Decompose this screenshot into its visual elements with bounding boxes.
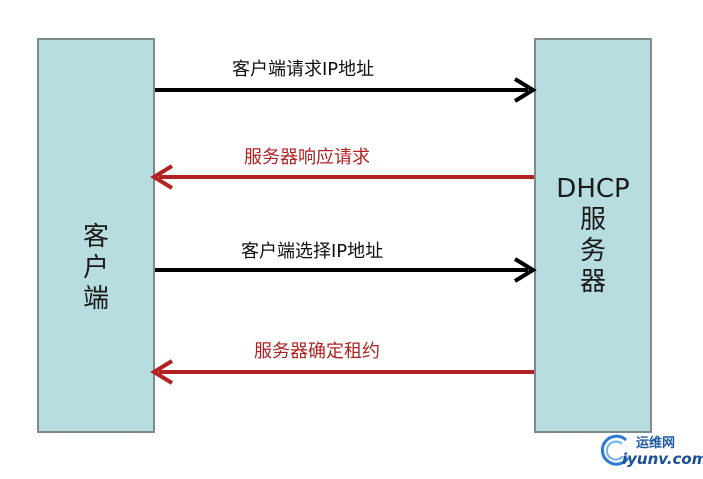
arrow-confirm-lease <box>150 359 534 385</box>
message-confirm-lease: 服务器确定租约 <box>254 341 380 362</box>
message-select-ip: 客户端选择IP地址 <box>241 241 384 262</box>
server-label-line-1: DHCP <box>556 174 630 204</box>
client-label: 客户端 <box>82 222 109 314</box>
server-box: DHCP 服 务 器 <box>534 38 652 433</box>
watermark: 运维网 iyunv.com <box>598 428 703 474</box>
client-box: 客户端 <box>37 38 155 433</box>
arrow-server-response <box>150 164 534 190</box>
server-label-line-4: 器 <box>579 267 606 297</box>
watermark-title: 运维网 <box>636 436 676 451</box>
arrow-request-ip <box>155 77 537 103</box>
server-label-line-3: 务 <box>579 236 606 266</box>
message-server-response: 服务器响应请求 <box>244 147 370 168</box>
server-label-line-2: 服 <box>579 205 606 235</box>
message-request-ip: 客户端请求IP地址 <box>232 59 375 80</box>
arrow-select-ip <box>155 257 537 283</box>
watermark-logo-icon <box>600 434 630 466</box>
watermark-url: iyunv.com <box>622 450 703 468</box>
server-label: DHCP 服 务 器 <box>536 174 650 298</box>
